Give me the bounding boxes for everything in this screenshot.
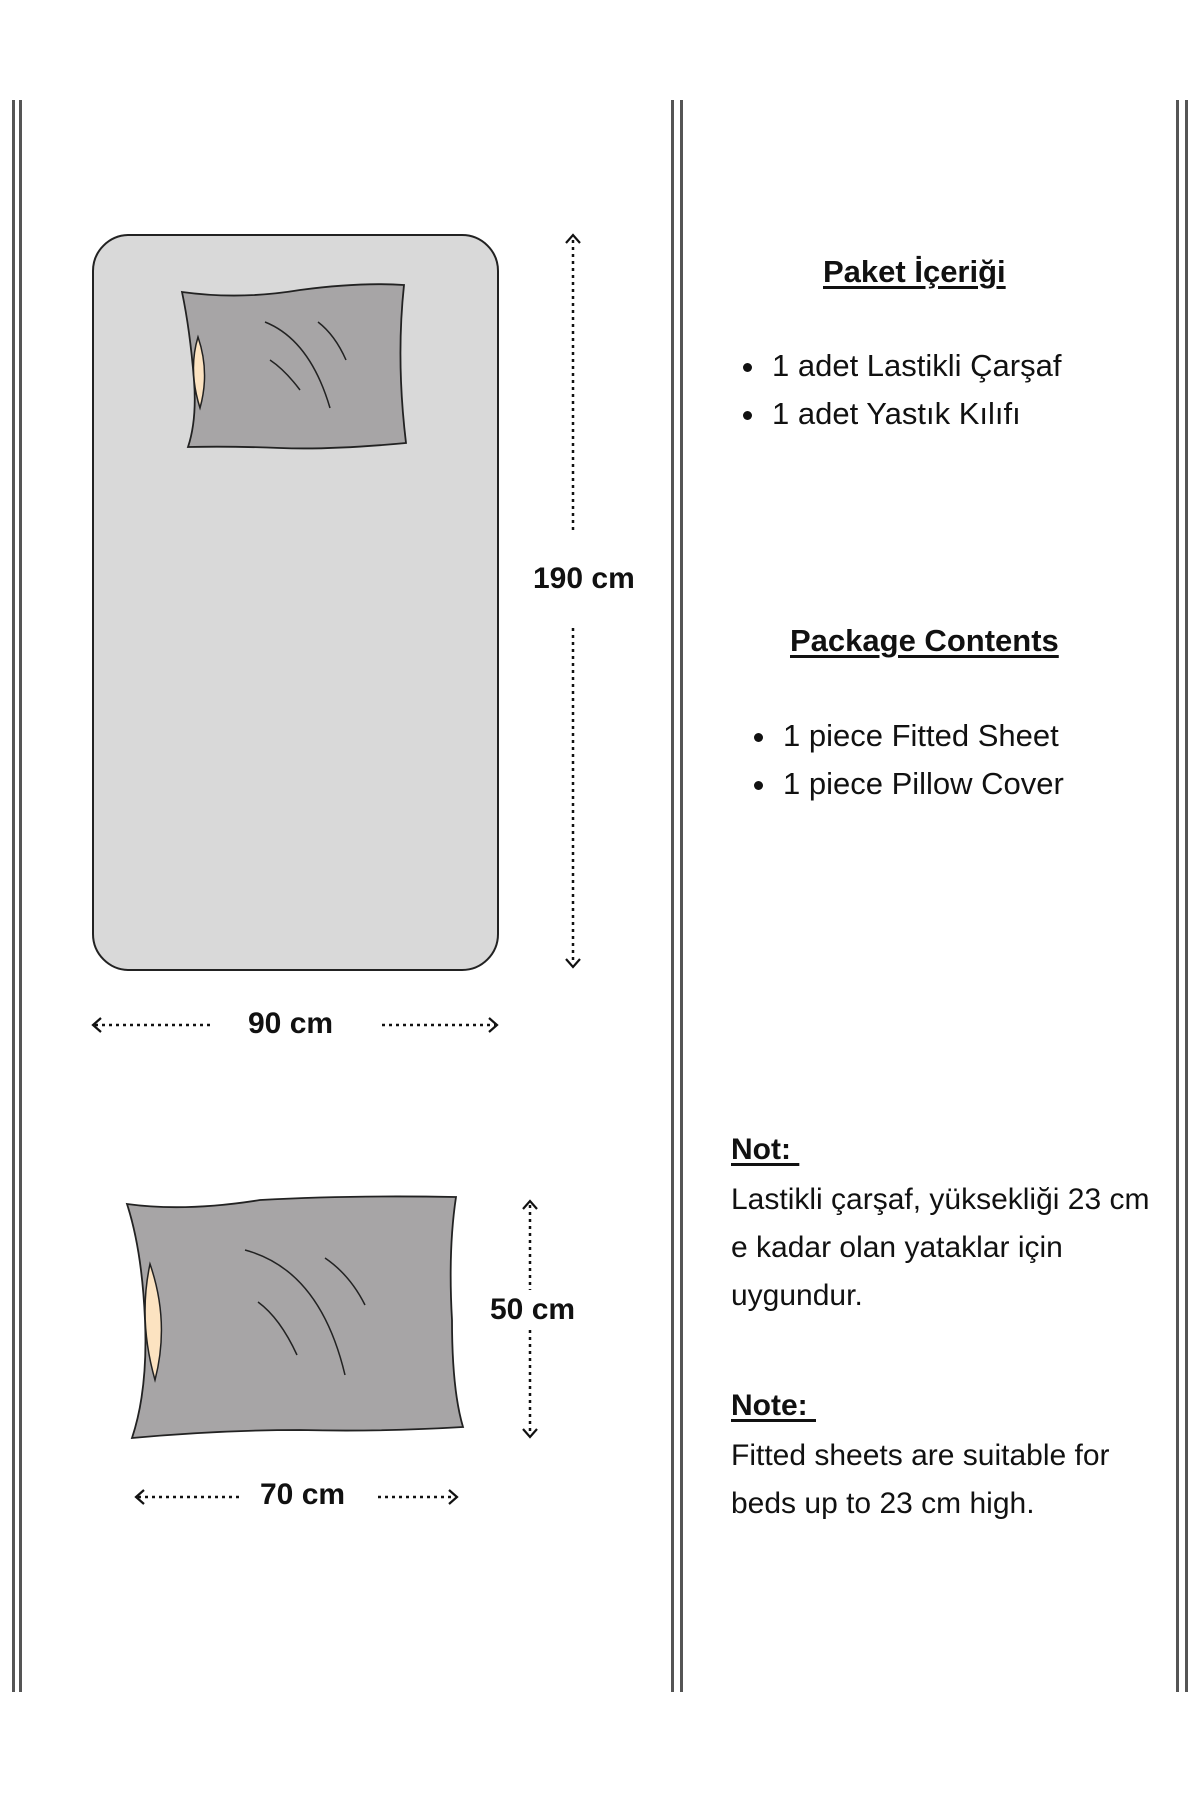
- bed-width-arrow: [91, 1017, 499, 1033]
- divider-left-outer: [12, 100, 15, 1692]
- contents-tr-heading: Paket İçeriği: [823, 254, 1006, 289]
- list-item: 1 piece Fitted Sheet: [779, 712, 1064, 760]
- divider-middle-inner: [680, 100, 683, 1692]
- contents-en-list: 1 piece Fitted Sheet 1 piece Pillow Cove…: [739, 712, 1064, 808]
- bed-length-label: 190 cm: [533, 562, 635, 595]
- list-item: 1 adet Yastık Kılıfı: [768, 390, 1061, 438]
- pillow-height-arrow: [522, 1199, 538, 1439]
- pillow-height-label: 50 cm: [490, 1293, 576, 1326]
- note-tr-title: Not:: [731, 1133, 800, 1166]
- note-tr-body: Lastikli çarşaf, yüksekliği 23 cm e kada…: [731, 1183, 1150, 1312]
- contents-tr-list: 1 adet Lastikli Çarşaf 1 adet Yastık Kıl…: [728, 342, 1061, 438]
- list-item: 1 adet Lastikli Çarşaf: [768, 342, 1061, 390]
- divider-right-outer: [1176, 100, 1179, 1692]
- contents-en-heading: Package Contents: [790, 623, 1059, 658]
- divider-left-inner: [19, 100, 22, 1692]
- pillow-on-sheet-illustration: [180, 283, 408, 450]
- pillow-width-arrow: [134, 1489, 459, 1505]
- bed-length-arrow: [565, 233, 581, 969]
- divider-right-inner: [1185, 100, 1188, 1692]
- note-en-body: Fitted sheets are suitable for beds up t…: [731, 1439, 1110, 1520]
- pillow-width-label: 70 cm: [260, 1478, 346, 1511]
- bed-width-label: 90 cm: [248, 1007, 334, 1040]
- pillow-cover-illustration: [125, 1195, 465, 1440]
- note-en-title: Note:: [731, 1389, 816, 1422]
- list-item: 1 piece Pillow Cover: [779, 760, 1064, 808]
- divider-middle-outer: [671, 100, 674, 1692]
